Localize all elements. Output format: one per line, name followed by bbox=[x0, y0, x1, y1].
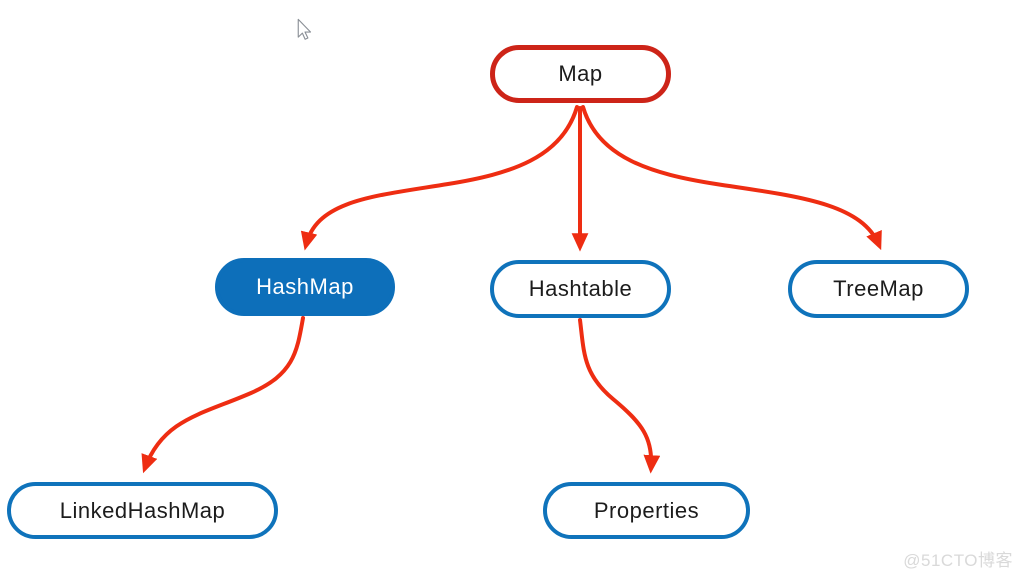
node-hashtable[interactable]: Hashtable bbox=[490, 260, 671, 318]
node-properties-label: Properties bbox=[593, 497, 700, 523]
node-properties[interactable]: Properties bbox=[543, 482, 750, 539]
node-hashtable-label: Hashtable bbox=[528, 276, 633, 301]
node-hashmap[interactable]: HashMap bbox=[215, 258, 395, 316]
node-treemap-label: TreeMap bbox=[833, 276, 924, 301]
node-linkedhashmap-label: LinkedHashMap bbox=[59, 497, 226, 523]
node-map[interactable]: Map bbox=[490, 45, 671, 103]
node-hashmap-label: HashMap bbox=[256, 274, 354, 299]
node-treemap[interactable]: TreeMap bbox=[788, 260, 969, 318]
edge-map-to-treemap bbox=[581, 105, 882, 251]
edge-hashmap-to-linkedhashmap bbox=[141, 316, 305, 474]
node-map-label: Map bbox=[558, 61, 603, 86]
mouse-cursor-icon bbox=[297, 18, 312, 40]
edge-hashtable-to-properties bbox=[578, 318, 661, 474]
node-linkedhashmap[interactable]: LinkedHashMap bbox=[7, 482, 278, 539]
watermark: @51CTO博客 bbox=[903, 551, 1013, 570]
edge-map-to-hashmap bbox=[300, 105, 579, 251]
